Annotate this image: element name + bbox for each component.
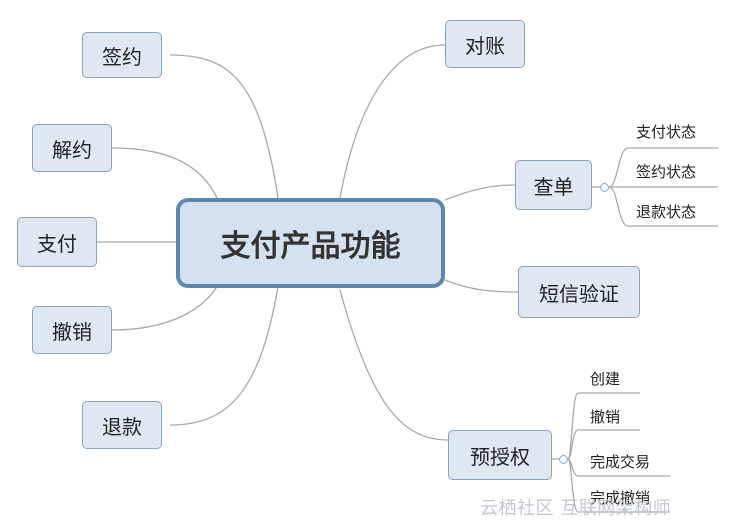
leaf-revoke: 撤销 (590, 408, 621, 426)
link-cancel-sign (111, 147, 219, 201)
node-sign: 签约 (82, 32, 162, 78)
leaf-pay-status: 支付状态 (636, 123, 697, 141)
link-sms (444, 279, 519, 293)
query-collapse-dot (600, 183, 609, 192)
link-refund-status (608, 186, 718, 227)
preauth-collapse-dot (559, 455, 568, 464)
link-complete-revoke (567, 458, 670, 513)
node-reconcile: 对账 (445, 20, 525, 68)
link-query (444, 184, 516, 201)
root-node: 支付产品功能 (176, 198, 445, 288)
leaf-refund-status: 退款状态 (636, 203, 697, 221)
node-cancel-sign: 解约 (32, 124, 112, 172)
node-query: 查单 (515, 160, 592, 210)
link-revoke2 (567, 429, 640, 460)
link-reconcile (339, 44, 446, 199)
node-preauth: 预授权 (448, 430, 552, 480)
link-pay-status (608, 147, 718, 188)
node-pay: 支付 (17, 217, 97, 267)
link-sign (169, 54, 279, 199)
leaf-complete-revoke: 完成撤销 (590, 489, 651, 507)
link-refund (169, 286, 279, 426)
leaf-sign-status: 签约状态 (636, 163, 697, 181)
leaf-complete: 完成交易 (590, 453, 651, 471)
link-preauth (339, 289, 449, 441)
leaf-create: 创建 (590, 370, 621, 388)
watermark-text: 云栖社区 互联网架构师 (480, 498, 672, 519)
link-revoke (111, 284, 219, 331)
node-sms: 短信验证 (518, 266, 640, 318)
node-revoke: 撤销 (32, 306, 112, 354)
node-refund: 退款 (82, 401, 162, 449)
